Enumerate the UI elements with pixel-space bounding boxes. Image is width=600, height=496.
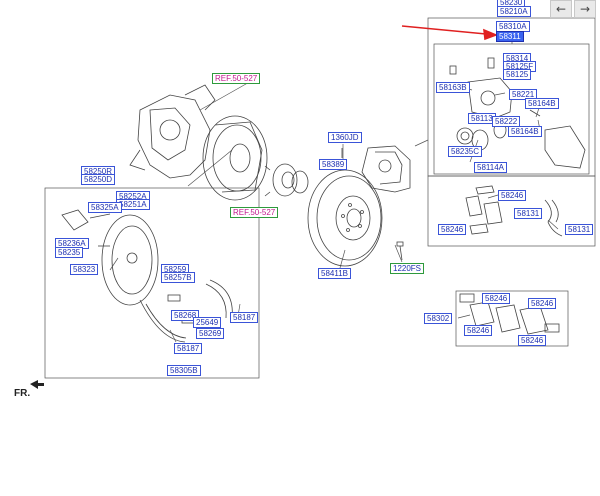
- part-label-58114A[interactable]: 58114A: [474, 162, 507, 173]
- part-label-58163B[interactable]: 58163B: [436, 82, 470, 93]
- parking-brake-group-box: [44, 187, 260, 379]
- part-label-58257B[interactable]: 58257B: [161, 272, 195, 283]
- part-label-58131-a[interactable]: 58131: [514, 208, 543, 219]
- part-label-58210A[interactable]: 58210A: [497, 6, 531, 17]
- part-label-58125[interactable]: 58125: [503, 69, 532, 80]
- caliper-drawing: [361, 145, 411, 193]
- brake-disc-drawing: [307, 169, 383, 267]
- part-label-58164B-a[interactable]: 58164B: [525, 98, 559, 109]
- pad-group-box: [427, 175, 596, 247]
- part-label-58323[interactable]: 58323: [70, 264, 99, 275]
- part-label-58305B[interactable]: 58305B: [167, 365, 201, 376]
- backing-plate-drawing: [202, 115, 268, 201]
- pad-kit-box: [455, 290, 569, 347]
- part-label-58222[interactable]: 58222: [492, 116, 521, 127]
- part-label-58268[interactable]: 58268: [171, 310, 200, 321]
- bolt-drawing: [341, 148, 404, 261]
- part-label-58131-b[interactable]: 58131: [565, 224, 594, 235]
- front-label: FR.: [14, 388, 31, 399]
- arrow-right-icon: →: [579, 2, 591, 16]
- part-label-58187-b[interactable]: 58187: [174, 343, 203, 354]
- part-label-58325A[interactable]: 58325A: [88, 202, 122, 213]
- ref-label-top[interactable]: REF.50-527: [212, 73, 261, 84]
- caliper-inner-box: [433, 43, 590, 175]
- ref-label-middle[interactable]: REF.50-527: [230, 207, 279, 218]
- part-label-58389[interactable]: 58389: [319, 159, 348, 170]
- part-label-58250D[interactable]: 58250D: [81, 174, 116, 185]
- part-label-58246-e[interactable]: 58246: [464, 325, 493, 336]
- part-label-58302[interactable]: 58302: [424, 313, 453, 324]
- part-label-58246-c[interactable]: 58246: [482, 293, 511, 304]
- part-label-58246-b[interactable]: 58246: [438, 224, 467, 235]
- part-label-25649[interactable]: 25649: [193, 317, 222, 328]
- part-label-58246-d[interactable]: 58246: [528, 298, 557, 309]
- part-label-1220FS[interactable]: 1220FS: [390, 263, 425, 274]
- part-label-58411B[interactable]: 58411B: [318, 268, 351, 279]
- arrow-left-icon: ←: [555, 2, 567, 16]
- part-label-58221[interactable]: 58221: [509, 89, 538, 100]
- front-arrow-icon: [30, 380, 44, 389]
- part-label-58311[interactable]: 58311: [496, 31, 524, 42]
- part-label-1360JD[interactable]: 1360JD: [328, 132, 362, 143]
- caliper-parts-drawing: [449, 57, 586, 169]
- hub-bearing-drawing: [264, 163, 309, 197]
- part-label-58235[interactable]: 58235: [55, 247, 84, 258]
- part-label-58187-a[interactable]: 58187: [230, 312, 259, 323]
- part-label-58246-f[interactable]: 58246: [518, 335, 547, 346]
- next-button[interactable]: →: [574, 0, 596, 18]
- prev-button[interactable]: ←: [550, 0, 572, 18]
- pads-drawing: [465, 185, 563, 237]
- part-label-58246-a[interactable]: 58246: [498, 190, 527, 201]
- part-label-58235C[interactable]: 58235C: [448, 146, 483, 157]
- part-label-58164B-b[interactable]: 58164B: [508, 126, 542, 137]
- part-label-58269[interactable]: 58269: [196, 328, 225, 339]
- parking-brake-drawing: [61, 209, 233, 343]
- knuckle-drawing: [129, 84, 216, 179]
- selection-arrow: [401, 25, 499, 41]
